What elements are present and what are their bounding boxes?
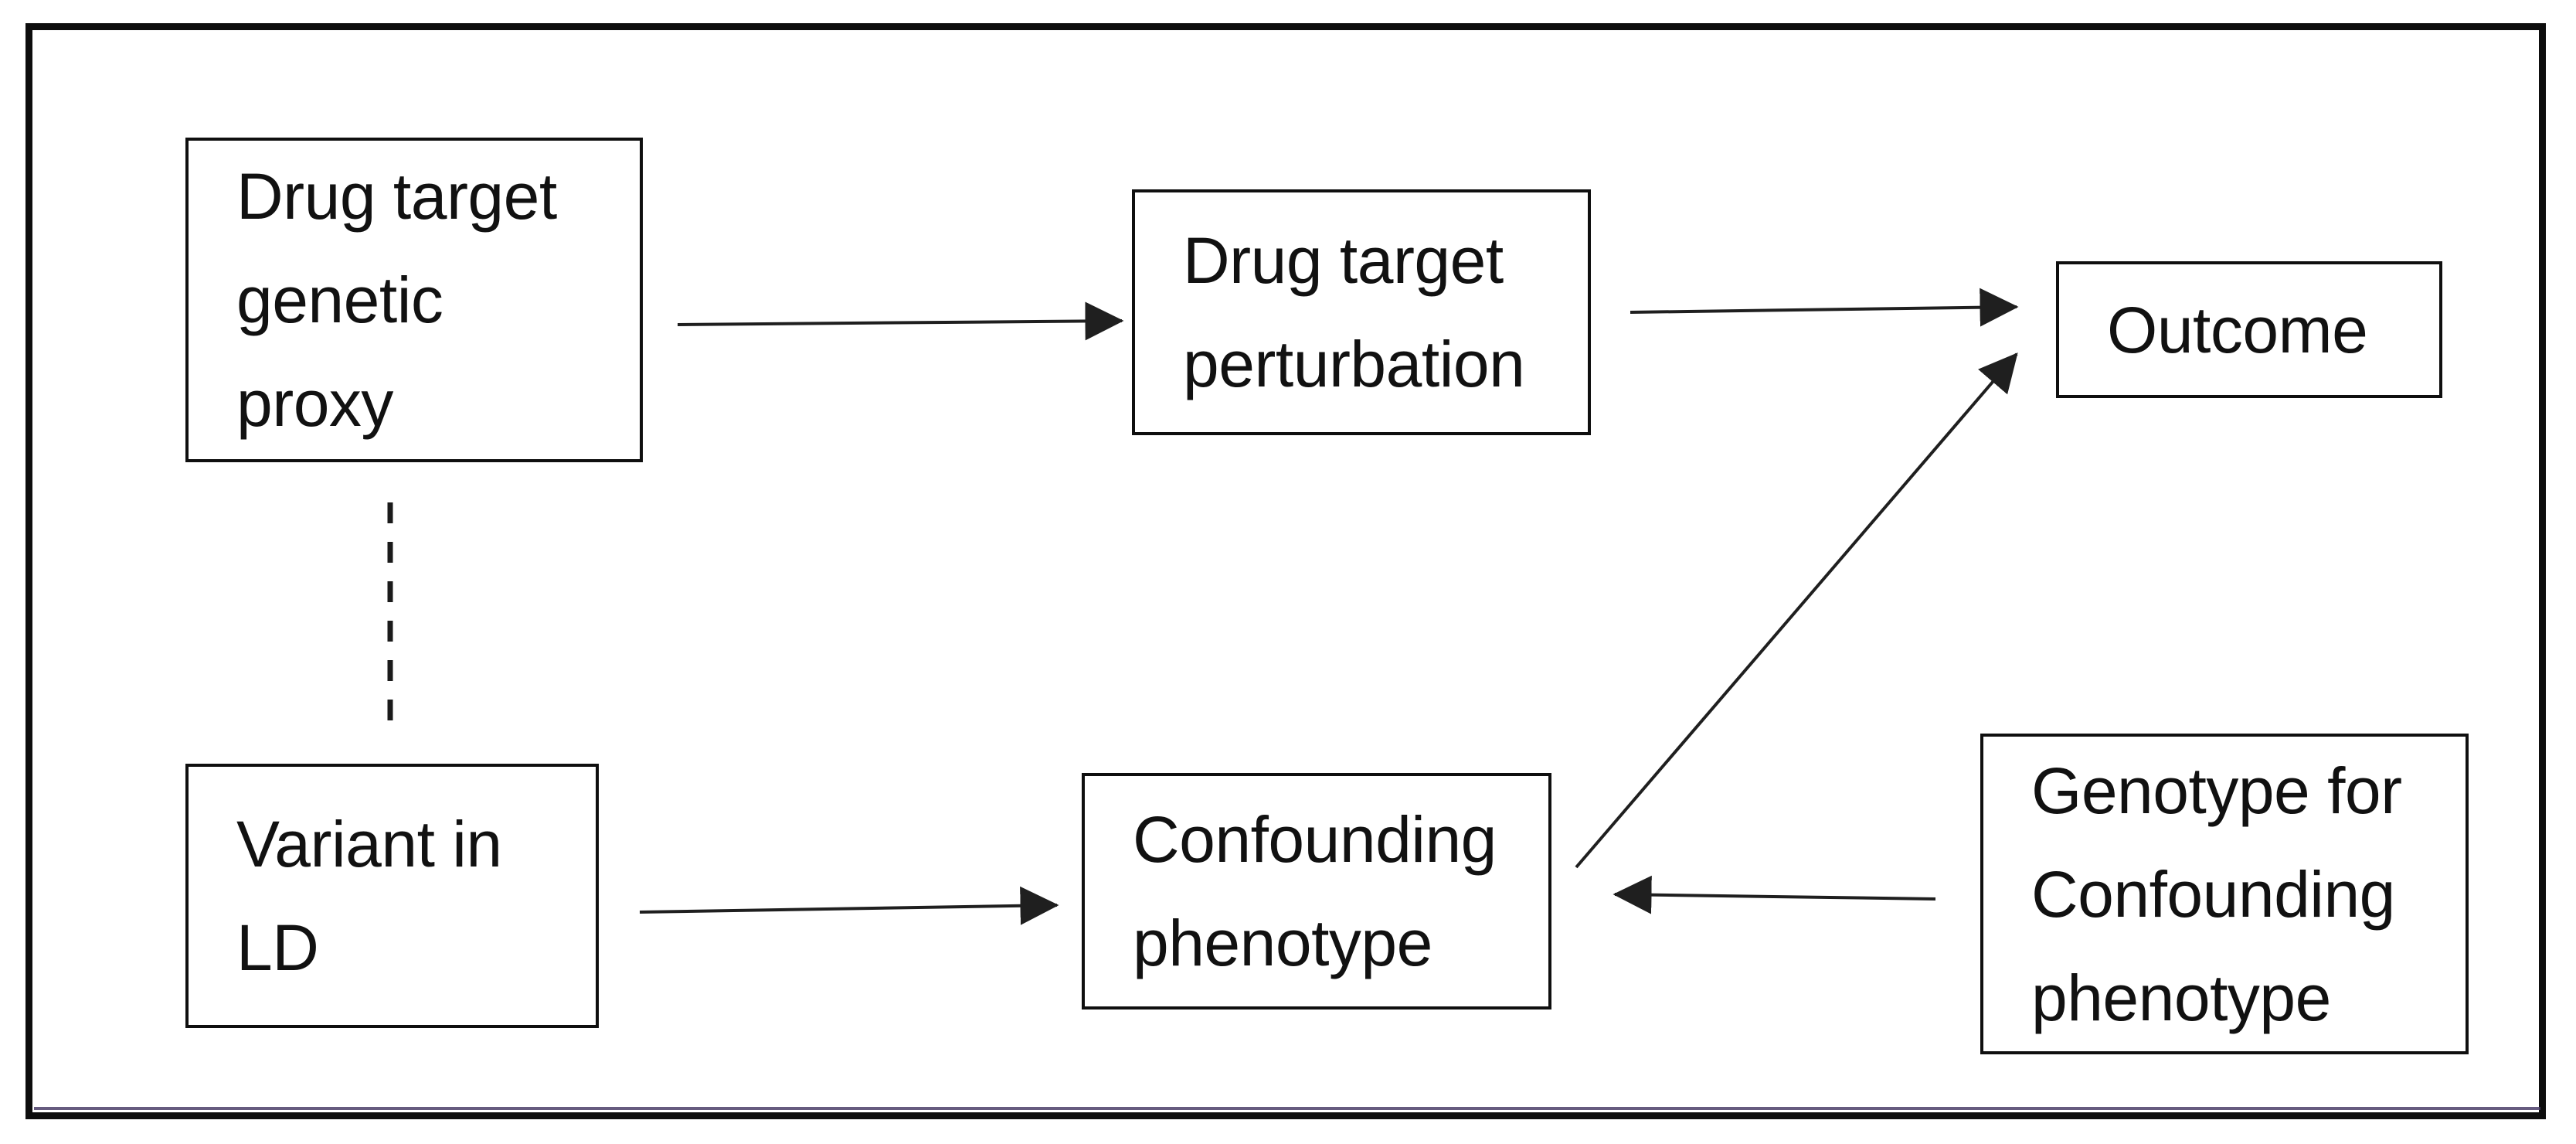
node-label: Confounding phenotype [1133, 803, 1497, 979]
node-drug-target-perturbation: Drug target perturbation [1132, 189, 1591, 435]
node-label: Drug target perturbation [1183, 224, 1525, 400]
node-genotype-for-confounding-phenotype: Genotype for Confounding phenotype [1980, 734, 2469, 1054]
node-variant-in-ld: Variant in LD [185, 764, 599, 1028]
node-drug-target-genetic-proxy: Drug target genetic proxy [185, 138, 643, 462]
node-label: Variant in LD [236, 808, 502, 984]
node-label: Outcome [2107, 293, 2368, 366]
bottom-accent-line [34, 1107, 2540, 1110]
node-outcome: Outcome [2056, 261, 2442, 398]
node-label: Drug target genetic proxy [236, 160, 557, 440]
node-confounding-phenotype: Confounding phenotype [1082, 773, 1551, 1010]
node-label: Genotype for Confounding phenotype [2031, 754, 2402, 1034]
